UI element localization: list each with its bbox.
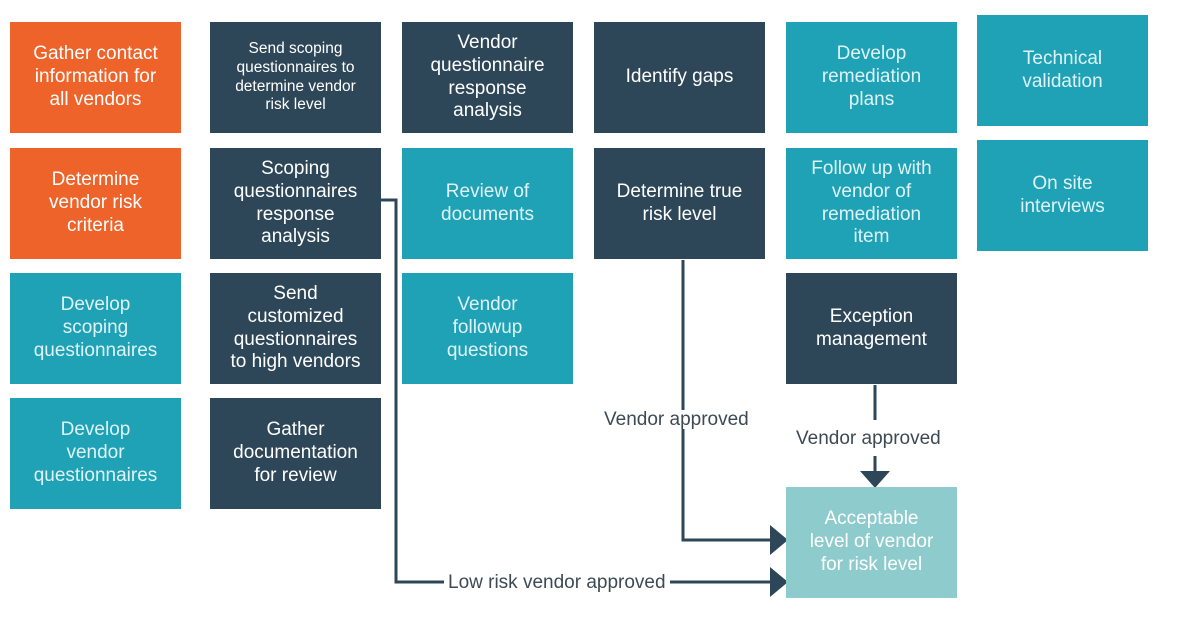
follow-up-remediation-box: Follow up with vendor of remediation ite… xyxy=(786,148,957,259)
determine-risk-criteria-box: Determine vendor risk criteria xyxy=(10,148,181,259)
send-customized-box: Send customized questionnaires to high v… xyxy=(210,273,381,384)
vendor-followup-box: Vendor followup questions xyxy=(402,273,573,384)
low-risk-approved-label: Low risk vendor approved xyxy=(444,573,670,592)
technical-validation-box: Technical validation xyxy=(977,15,1148,126)
exception-arrowhead xyxy=(860,471,890,488)
exception-management-box: Exception management xyxy=(786,273,957,384)
gather-contact-box: Gather contact information for all vendo… xyxy=(10,22,181,133)
gather-documentation-box: Gather documentation for review xyxy=(210,398,381,509)
send-scoping-box: Send scoping questionnaires to determine… xyxy=(210,22,381,133)
vendor-approved-label-left: Vendor approved xyxy=(600,410,753,429)
determine-true-risk-box: Determine true risk level xyxy=(594,148,765,259)
acceptable-level-box: Acceptable level of vendor for risk leve… xyxy=(786,487,957,598)
true-risk-connector xyxy=(681,260,776,542)
identify-gaps-box: Identify gaps xyxy=(594,22,765,133)
develop-vendor-questionnaires-box: Develop vendor questionnaires xyxy=(10,398,181,509)
develop-scoping-box: Develop scoping questionnaires xyxy=(10,273,181,384)
review-documents-box: Review of documents xyxy=(402,148,573,259)
develop-remediation-box: Develop remediation plans xyxy=(786,22,957,133)
on-site-interviews-box: On site interviews xyxy=(977,140,1148,251)
vendor-questionnaire-analysis-box: Vendor questionnaire response analysis xyxy=(402,22,573,133)
scoping-analysis-box: Scoping questionnaires response analysis xyxy=(210,148,381,259)
vendor-approved-label-right: Vendor approved xyxy=(792,429,945,448)
